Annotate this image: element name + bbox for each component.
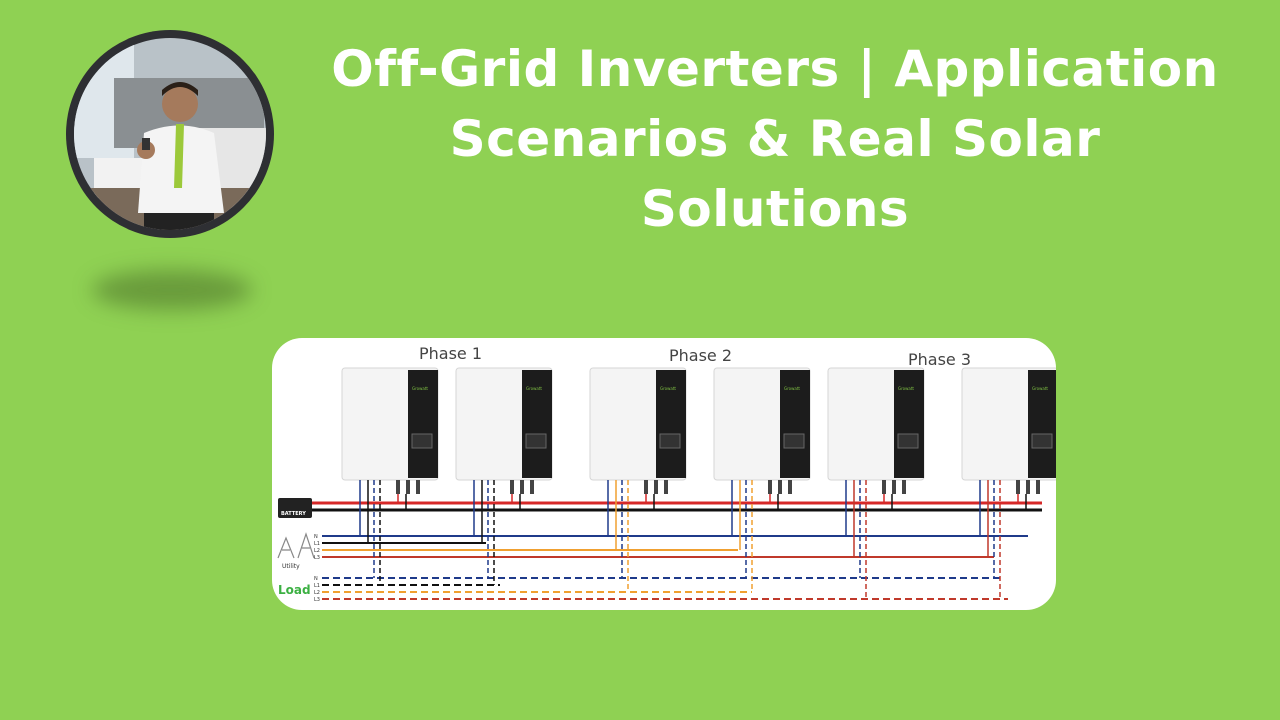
inverter-panel-3 — [656, 370, 686, 478]
inverter-terminal-6-2 — [1036, 480, 1040, 494]
inverter-terminal-2-0 — [510, 480, 514, 494]
inverter-terminal-3-0 — [644, 480, 648, 494]
inverter-display-1 — [411, 433, 433, 449]
inverter-terminal-6-1 — [1026, 480, 1030, 494]
inverter-display-4 — [783, 433, 805, 449]
inverter-display-2 — [525, 433, 547, 449]
load-line-label-L2: L2 — [314, 590, 320, 596]
inverter-terminal-4-0 — [768, 480, 772, 494]
battery-label: BATTERY — [281, 511, 306, 517]
inverter-display-6 — [1031, 433, 1053, 449]
utility-tower-icon — [277, 532, 315, 559]
load-line-label-L3: L3 — [314, 597, 320, 603]
page-title: Off-Grid Inverters | Application Scenari… — [330, 34, 1220, 244]
utility-line-label-L3: L3 — [314, 555, 320, 561]
phase-2-label: Phase 2 — [669, 346, 733, 365]
utility-line-label-L2: L2 — [314, 548, 320, 554]
inverter-terminal-2-2 — [530, 480, 534, 494]
inverter-display-3 — [659, 433, 681, 449]
utility-line-label-L1: L1 — [314, 541, 320, 547]
inverter-terminal-6-0 — [1016, 480, 1020, 494]
wiring-diagram: Growatt Growatt Growatt Growatt Growatt Growa… — [272, 338, 1056, 610]
inverter-brand-5: Growatt — [898, 386, 914, 391]
title-line-3: Solutions — [640, 180, 910, 238]
title-line-1: Off-Grid Inverters | Application — [331, 40, 1219, 98]
presenter-avatar — [66, 30, 274, 238]
utility-line-label-N: N — [314, 534, 318, 540]
inverter-panel-4 — [780, 370, 810, 478]
load-label: Load — [278, 583, 311, 597]
inverter-terminal-5-2 — [902, 480, 906, 494]
inverter-panel-6 — [1028, 370, 1056, 478]
battery-icon — [278, 498, 312, 518]
inverter-terminal-5-0 — [882, 480, 886, 494]
avatar-shadow — [92, 270, 252, 310]
inverter-brand-6: Growatt — [1032, 386, 1048, 391]
phase-1-label: Phase 1 — [419, 344, 483, 363]
inverter-terminal-2-1 — [520, 480, 524, 494]
inverter-terminal-5-1 — [892, 480, 896, 494]
inverter-panel-1 — [408, 370, 438, 478]
inverter-terminal-4-1 — [778, 480, 782, 494]
inverter-brand-2: Growatt — [526, 386, 542, 391]
inverter-terminal-1-1 — [406, 480, 410, 494]
load-line-label-L1: L1 — [314, 583, 320, 589]
inverter-panel-5 — [894, 370, 924, 478]
inverter-terminal-1-2 — [416, 480, 420, 494]
inverter-terminal-3-2 — [664, 480, 668, 494]
inverter-panel-2 — [522, 370, 552, 478]
inverter-terminal-1-0 — [396, 480, 400, 494]
load-line-label-N: N — [314, 576, 318, 582]
utility-label: Utility — [282, 563, 300, 570]
presenter-photo — [74, 38, 266, 230]
inverter-brand-3: Growatt — [660, 386, 676, 391]
inverter-brand-1: Growatt — [412, 386, 428, 391]
inverter-terminal-3-1 — [654, 480, 658, 494]
wiring-svg: Growatt Growatt Growatt Growatt Growatt Growa… — [277, 367, 1056, 603]
phase-3-label: Phase 3 — [908, 350, 972, 369]
inverter-terminal-4-2 — [788, 480, 792, 494]
inverter-brand-4: Growatt — [784, 386, 800, 391]
inverter-display-5 — [897, 433, 919, 449]
title-line-2: Scenarios & Real Solar — [449, 110, 1101, 168]
